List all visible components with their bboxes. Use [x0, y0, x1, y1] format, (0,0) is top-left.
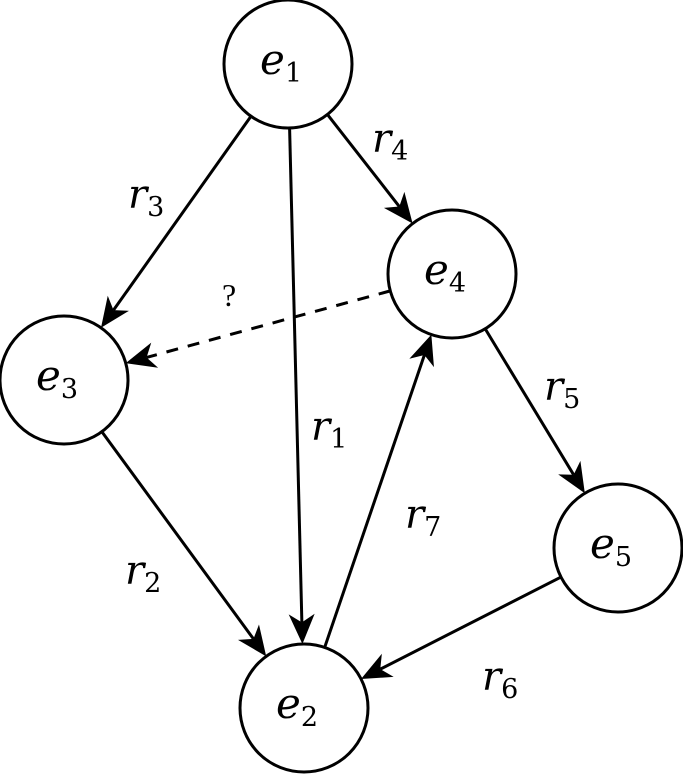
edge-r6: [361, 575, 562, 679]
node-label-e1: e1: [260, 35, 302, 89]
edge-line-unknown: [146, 289, 391, 359]
node-e4: e4: [386, 208, 518, 340]
node-label-e4: e4: [424, 245, 466, 299]
node-circle-e3: [0, 314, 130, 446]
arrowhead-r2: [238, 624, 267, 657]
arrowhead-r3: [101, 295, 129, 328]
edge-unknown: [125, 289, 391, 368]
edge-label-r5: r5: [544, 364, 580, 415]
node-label-e3: e3: [36, 351, 78, 405]
node-circle-e5: [552, 482, 683, 614]
arrowhead-r4: [383, 191, 413, 224]
edge-r4: [326, 113, 413, 224]
arrowhead-r7: [409, 334, 434, 368]
arrowhead-r1: [288, 613, 315, 645]
edge-r3: [101, 115, 253, 328]
node-circle-e4: [386, 208, 518, 340]
arrowhead-unknown: [125, 342, 159, 368]
edge-r2: [100, 430, 267, 657]
edge-line-r2: [100, 430, 255, 640]
arrowhead-r5: [558, 460, 585, 494]
edge-line-r4: [326, 113, 401, 208]
edge-line-r1: [288, 127, 304, 623]
edge-r5: [483, 327, 585, 494]
node-label-e2: e2: [276, 679, 318, 733]
edge-line-r3: [112, 115, 253, 312]
edge-label-r2: r2: [125, 548, 161, 599]
node-label-e5: e5: [590, 519, 632, 573]
edge-r7: [323, 334, 434, 648]
edge-label-unknown: ?: [222, 277, 236, 313]
edge-label-r6: r6: [482, 654, 518, 705]
edges-layer: [100, 113, 585, 679]
edge-line-r7: [323, 354, 426, 648]
node-e5: e5: [552, 482, 683, 614]
node-circle-e1: [222, 0, 354, 130]
edge-label-r7: r7: [405, 492, 441, 543]
edge-line-r5: [483, 327, 575, 476]
edge-r1: [288, 127, 315, 645]
edge-label-r4: r4: [372, 116, 408, 167]
node-e1: e1: [222, 0, 354, 130]
edge-labels-layer: r1 r2 r3 r4 r5 r6 r7?: [125, 116, 580, 705]
arrowhead-r6: [361, 653, 394, 679]
edge-line-r6: [379, 575, 562, 671]
node-e2: e2: [238, 642, 370, 774]
node-e3: e3: [0, 314, 130, 446]
node-circle-e2: [238, 642, 370, 774]
edge-label-r3: r3: [128, 172, 164, 223]
edge-label-r1: r1: [311, 404, 347, 455]
